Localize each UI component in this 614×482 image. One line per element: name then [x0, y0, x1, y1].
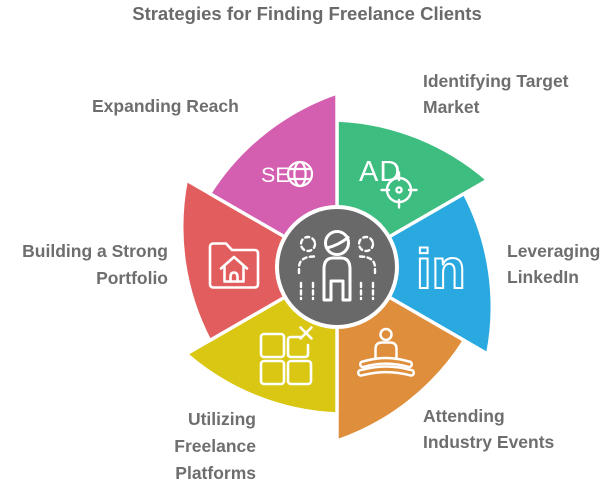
label-line: Identifying Target	[423, 71, 569, 91]
label-line: Leveraging	[507, 241, 601, 261]
app-platforms-icon	[259, 326, 313, 386]
speaker-head	[379, 327, 393, 342]
speaker-body	[374, 341, 398, 361]
ad-target-icon: AD	[359, 156, 418, 209]
people-group-icon	[297, 230, 377, 302]
ad-text: AD	[359, 156, 401, 188]
x-mark	[299, 326, 313, 340]
label-line: Expanding Reach	[92, 96, 239, 116]
square-bottom-left	[259, 359, 286, 386]
home-walls	[223, 265, 245, 283]
person-head	[324, 230, 350, 256]
label-line: LinkedIn	[507, 267, 579, 287]
label-building-a-strong-portfolio: Building a Strong Portfolio	[18, 238, 168, 292]
label-line: Portfolio	[96, 268, 168, 288]
home-roof	[219, 255, 249, 270]
linkedin-icon: in	[415, 236, 467, 301]
stage-band-2	[357, 365, 415, 377]
stage-band-1	[359, 356, 413, 369]
person-body	[322, 256, 352, 302]
label-line: Industry Events	[423, 432, 555, 452]
person-head-line	[325, 236, 350, 250]
seo-text: SE	[261, 163, 290, 187]
folder-outline	[208, 242, 260, 289]
label-line: Building a Strong	[22, 241, 168, 261]
target-ticks	[380, 171, 418, 209]
background-people	[297, 235, 377, 301]
square-top-left	[259, 332, 286, 359]
portfolio-folder-icon	[208, 242, 260, 289]
label-attending-industry-events: Attending Industry Events	[423, 403, 554, 455]
label-identifying-target-market: Identifying Target Market	[423, 68, 569, 120]
segment-building-a-strong-portfolio	[180, 178, 339, 343]
square-bottom-right	[286, 359, 313, 386]
label-line: Utilizing	[187, 409, 256, 429]
linkedin-text: in	[416, 237, 466, 300]
center-circle	[275, 205, 399, 329]
diagram-title: Strategies for Finding Freelance Clients	[132, 3, 482, 24]
seo-globe-icon: SE	[261, 160, 314, 188]
label-line: Attending	[423, 406, 505, 426]
segment-leveraging-linkedin	[335, 191, 494, 356]
square-open-corner	[286, 335, 310, 359]
label-line: Freelance	[174, 436, 256, 456]
target-center-dot	[395, 186, 403, 194]
speaker-stage-icon	[357, 327, 415, 377]
home-door	[229, 271, 239, 283]
label-leveraging-linkedin: Leveraging LinkedIn	[507, 238, 600, 290]
label-line: Platforms	[175, 463, 256, 482]
label-expanding-reach: Expanding Reach	[92, 93, 239, 119]
label-line: Market	[423, 97, 480, 117]
label-utilizing-freelance-platforms: Utilizing Freelance Platforms	[118, 406, 256, 482]
globe	[286, 160, 314, 188]
